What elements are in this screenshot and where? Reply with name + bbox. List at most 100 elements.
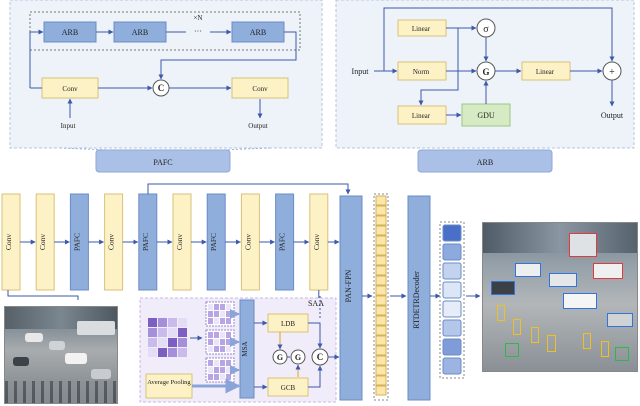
backbone-block-label-10: Conv xyxy=(312,234,321,251)
multi-scale-grid-cell xyxy=(220,339,225,345)
feature-map-cell xyxy=(158,338,167,347)
car-detection-box xyxy=(515,263,541,277)
multi-scale-grid-cell xyxy=(208,318,213,324)
bus-detection-box xyxy=(569,233,597,257)
car-detection-box xyxy=(593,263,623,279)
feature-token xyxy=(375,385,387,396)
multi-scale-grid-cell xyxy=(226,339,231,345)
feature-token xyxy=(375,215,387,226)
feature-map-cell xyxy=(158,348,167,357)
arb-linear-top-label: Linear xyxy=(412,25,431,33)
output-query-token xyxy=(442,243,462,261)
multi-scale-grid-cell xyxy=(220,346,225,352)
pafc-arb-label-1: ARB xyxy=(62,28,78,37)
saa-gate-b: G xyxy=(295,353,301,362)
person-detection-box xyxy=(513,319,521,335)
decoder-block xyxy=(407,195,431,401)
neck-pan-fpn xyxy=(339,195,363,401)
arb-linear-mid-label: Linear xyxy=(536,68,555,76)
multi-scale-grid-cell xyxy=(208,346,213,352)
multi-scale-grid-cell xyxy=(214,311,219,317)
backbone-block-label-4: Conv xyxy=(107,234,116,251)
car-shape xyxy=(65,353,87,364)
backbone-block-label-1: Conv xyxy=(4,234,13,251)
feature-map-cell xyxy=(148,338,157,347)
decoder-label: RTDETRDecoder xyxy=(412,271,421,329)
avg-pooling-block xyxy=(145,373,193,399)
input-street-image xyxy=(4,306,118,404)
feature-token xyxy=(375,305,387,316)
pafc-title: PAFC xyxy=(153,158,172,167)
arb-gate-label: G xyxy=(482,67,489,77)
multi-scale-grid-cell xyxy=(220,360,225,366)
arb-gdu-label: GDU xyxy=(477,111,495,120)
pafc-repeat-label: ×N xyxy=(193,14,202,22)
pafc-conv-out-label: Conv xyxy=(252,85,268,93)
multi-scale-grid-cell xyxy=(226,332,231,338)
multi-scale-grid-cell xyxy=(226,367,231,373)
arb-detail-panel: Linear σ Norm G Linear + Linear GDU Inpu… xyxy=(335,0,635,149)
multi-scale-grid-cell xyxy=(226,311,231,317)
output-query-token xyxy=(442,281,462,299)
backbone-block-label-3: PAFC xyxy=(72,233,81,251)
multi-scale-grid-cell xyxy=(226,374,231,380)
feature-token xyxy=(375,245,387,256)
feature-map-cell xyxy=(148,348,157,357)
feature-token xyxy=(375,235,387,246)
backbone-block-label-6: Conv xyxy=(175,234,184,251)
feature-token xyxy=(375,345,387,356)
backbone-block-label-5: PAFC xyxy=(141,233,150,251)
output-query-token xyxy=(442,357,462,375)
multi-scale-grid-cell xyxy=(208,360,213,366)
feature-token xyxy=(375,265,387,276)
feature-token xyxy=(375,365,387,376)
person-detection-box xyxy=(547,335,556,352)
multi-scale-grid-cell xyxy=(208,311,213,317)
feature-map-grid xyxy=(148,318,203,357)
ldb-label: LDB xyxy=(281,320,295,328)
feature-token xyxy=(375,205,387,216)
gcb-label: GCB xyxy=(281,384,296,392)
feature-token xyxy=(375,375,387,386)
multi-scale-grid-cell xyxy=(214,332,219,338)
output-query-token xyxy=(442,300,462,318)
feature-token xyxy=(375,195,387,206)
car-detection-box xyxy=(607,313,633,327)
feature-token xyxy=(375,335,387,346)
pafc-title-box xyxy=(95,149,231,173)
bus-shape xyxy=(77,321,115,335)
arb-title: ARB xyxy=(477,158,493,167)
msa-block xyxy=(239,299,255,399)
multi-scale-grid-cell xyxy=(208,374,213,380)
msa-label: MSA xyxy=(241,341,249,356)
feature-token xyxy=(375,285,387,296)
pafc-ellipsis: ··· xyxy=(194,27,202,36)
multi-scale-grid-cell xyxy=(220,374,225,380)
feature-token-stack xyxy=(373,193,389,401)
multi-scale-grid-cell xyxy=(226,360,231,366)
feature-map-cell xyxy=(168,328,177,337)
person-detection-box xyxy=(601,341,609,357)
multi-scale-grid-cell xyxy=(214,339,219,345)
arb-norm-label: Norm xyxy=(413,68,430,76)
crowd-texture xyxy=(5,381,117,403)
multi-scale-grid-cell xyxy=(220,304,225,310)
feature-token xyxy=(375,355,387,366)
car-detection-box xyxy=(549,273,577,287)
multi-scale-grid-cell xyxy=(220,367,225,373)
person-detection-box xyxy=(531,327,539,343)
backbone-block-label-9: PAFC xyxy=(278,233,287,251)
multi-scale-grid-cell xyxy=(220,318,225,324)
arb-output-label: Output xyxy=(601,111,624,120)
arb-sigma-label: σ xyxy=(483,24,489,35)
avg-pooling-label: Average Pooling xyxy=(147,379,191,386)
pafc-conv-in-label: Conv xyxy=(62,85,78,93)
pafc-conv-out-block xyxy=(231,77,289,99)
multi-scale-grid-cell xyxy=(220,332,225,338)
feature-token xyxy=(375,315,387,326)
backbone-block-label-2: Conv xyxy=(38,234,47,251)
output-query-token xyxy=(442,338,462,356)
multi-scale-grids xyxy=(205,301,240,383)
